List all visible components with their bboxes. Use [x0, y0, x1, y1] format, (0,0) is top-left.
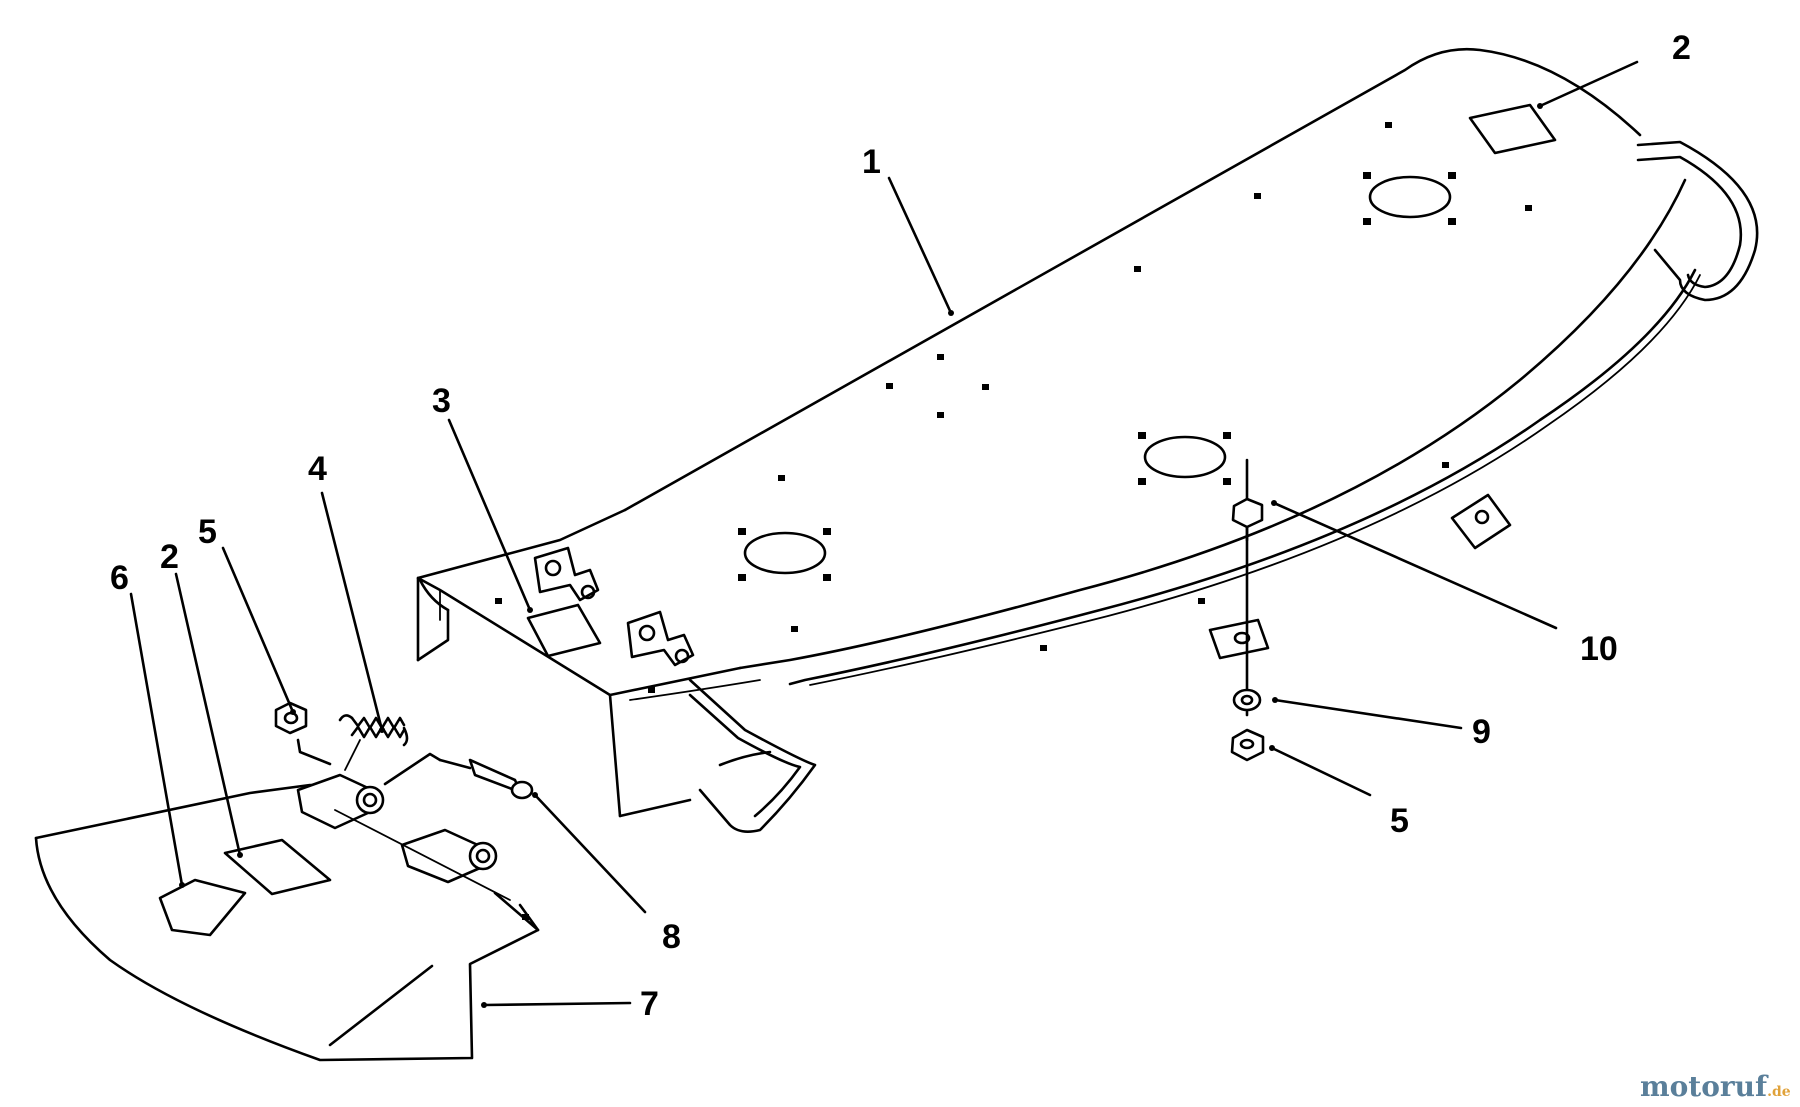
callout-6: 6: [110, 559, 129, 597]
callout-2-top: 2: [1672, 29, 1691, 67]
deflector-chute: [34, 773, 540, 1062]
svg-text:motoruf.de: motoruf.de: [1640, 1070, 1791, 1103]
callout-7: 7: [640, 985, 659, 1023]
callout-5-left: 5: [198, 513, 217, 551]
deck-bracket-left: [533, 546, 600, 602]
deck-side-bracket: [1450, 493, 1512, 550]
callout-10: 10: [1580, 630, 1618, 668]
callout-9: 9: [1472, 713, 1491, 751]
spindle-holes: [495, 122, 1532, 693]
mower-deck: [416, 47, 1701, 818]
deck-front-bracket: [1208, 618, 1270, 660]
callout-1: 1: [862, 143, 881, 181]
callout-5-right: 5: [1390, 802, 1409, 840]
decal-deck-front: [526, 603, 602, 658]
bolt-assembly: [1230, 458, 1265, 762]
decal-deflector-rect: [223, 838, 332, 896]
callout-2-left: 2: [160, 538, 179, 576]
watermark-tld: .de: [1767, 1084, 1791, 1100]
spring: [338, 714, 409, 771]
callout-8: 8: [662, 918, 681, 956]
deck-roller-bar-left: [688, 678, 817, 833]
callout-labels: 1 2 3 4 5 2 6 7 8 9 5 10: [110, 29, 1691, 1023]
watermark-brand: motoruf: [1640, 1070, 1769, 1103]
callout-4: 4: [308, 450, 327, 488]
clevis-pin: [383, 752, 534, 800]
nut-left: [274, 701, 332, 766]
callout-3: 3: [432, 382, 451, 420]
deck-roller-bar-right: [1636, 140, 1759, 302]
watermark-logo: motoruf.de: [1640, 1070, 1791, 1103]
deck-bracket-right: [626, 610, 695, 667]
decal-top-right: [1468, 103, 1557, 155]
decal-deflector-triangle: [158, 878, 247, 937]
leader-lines: [129, 60, 1639, 1008]
